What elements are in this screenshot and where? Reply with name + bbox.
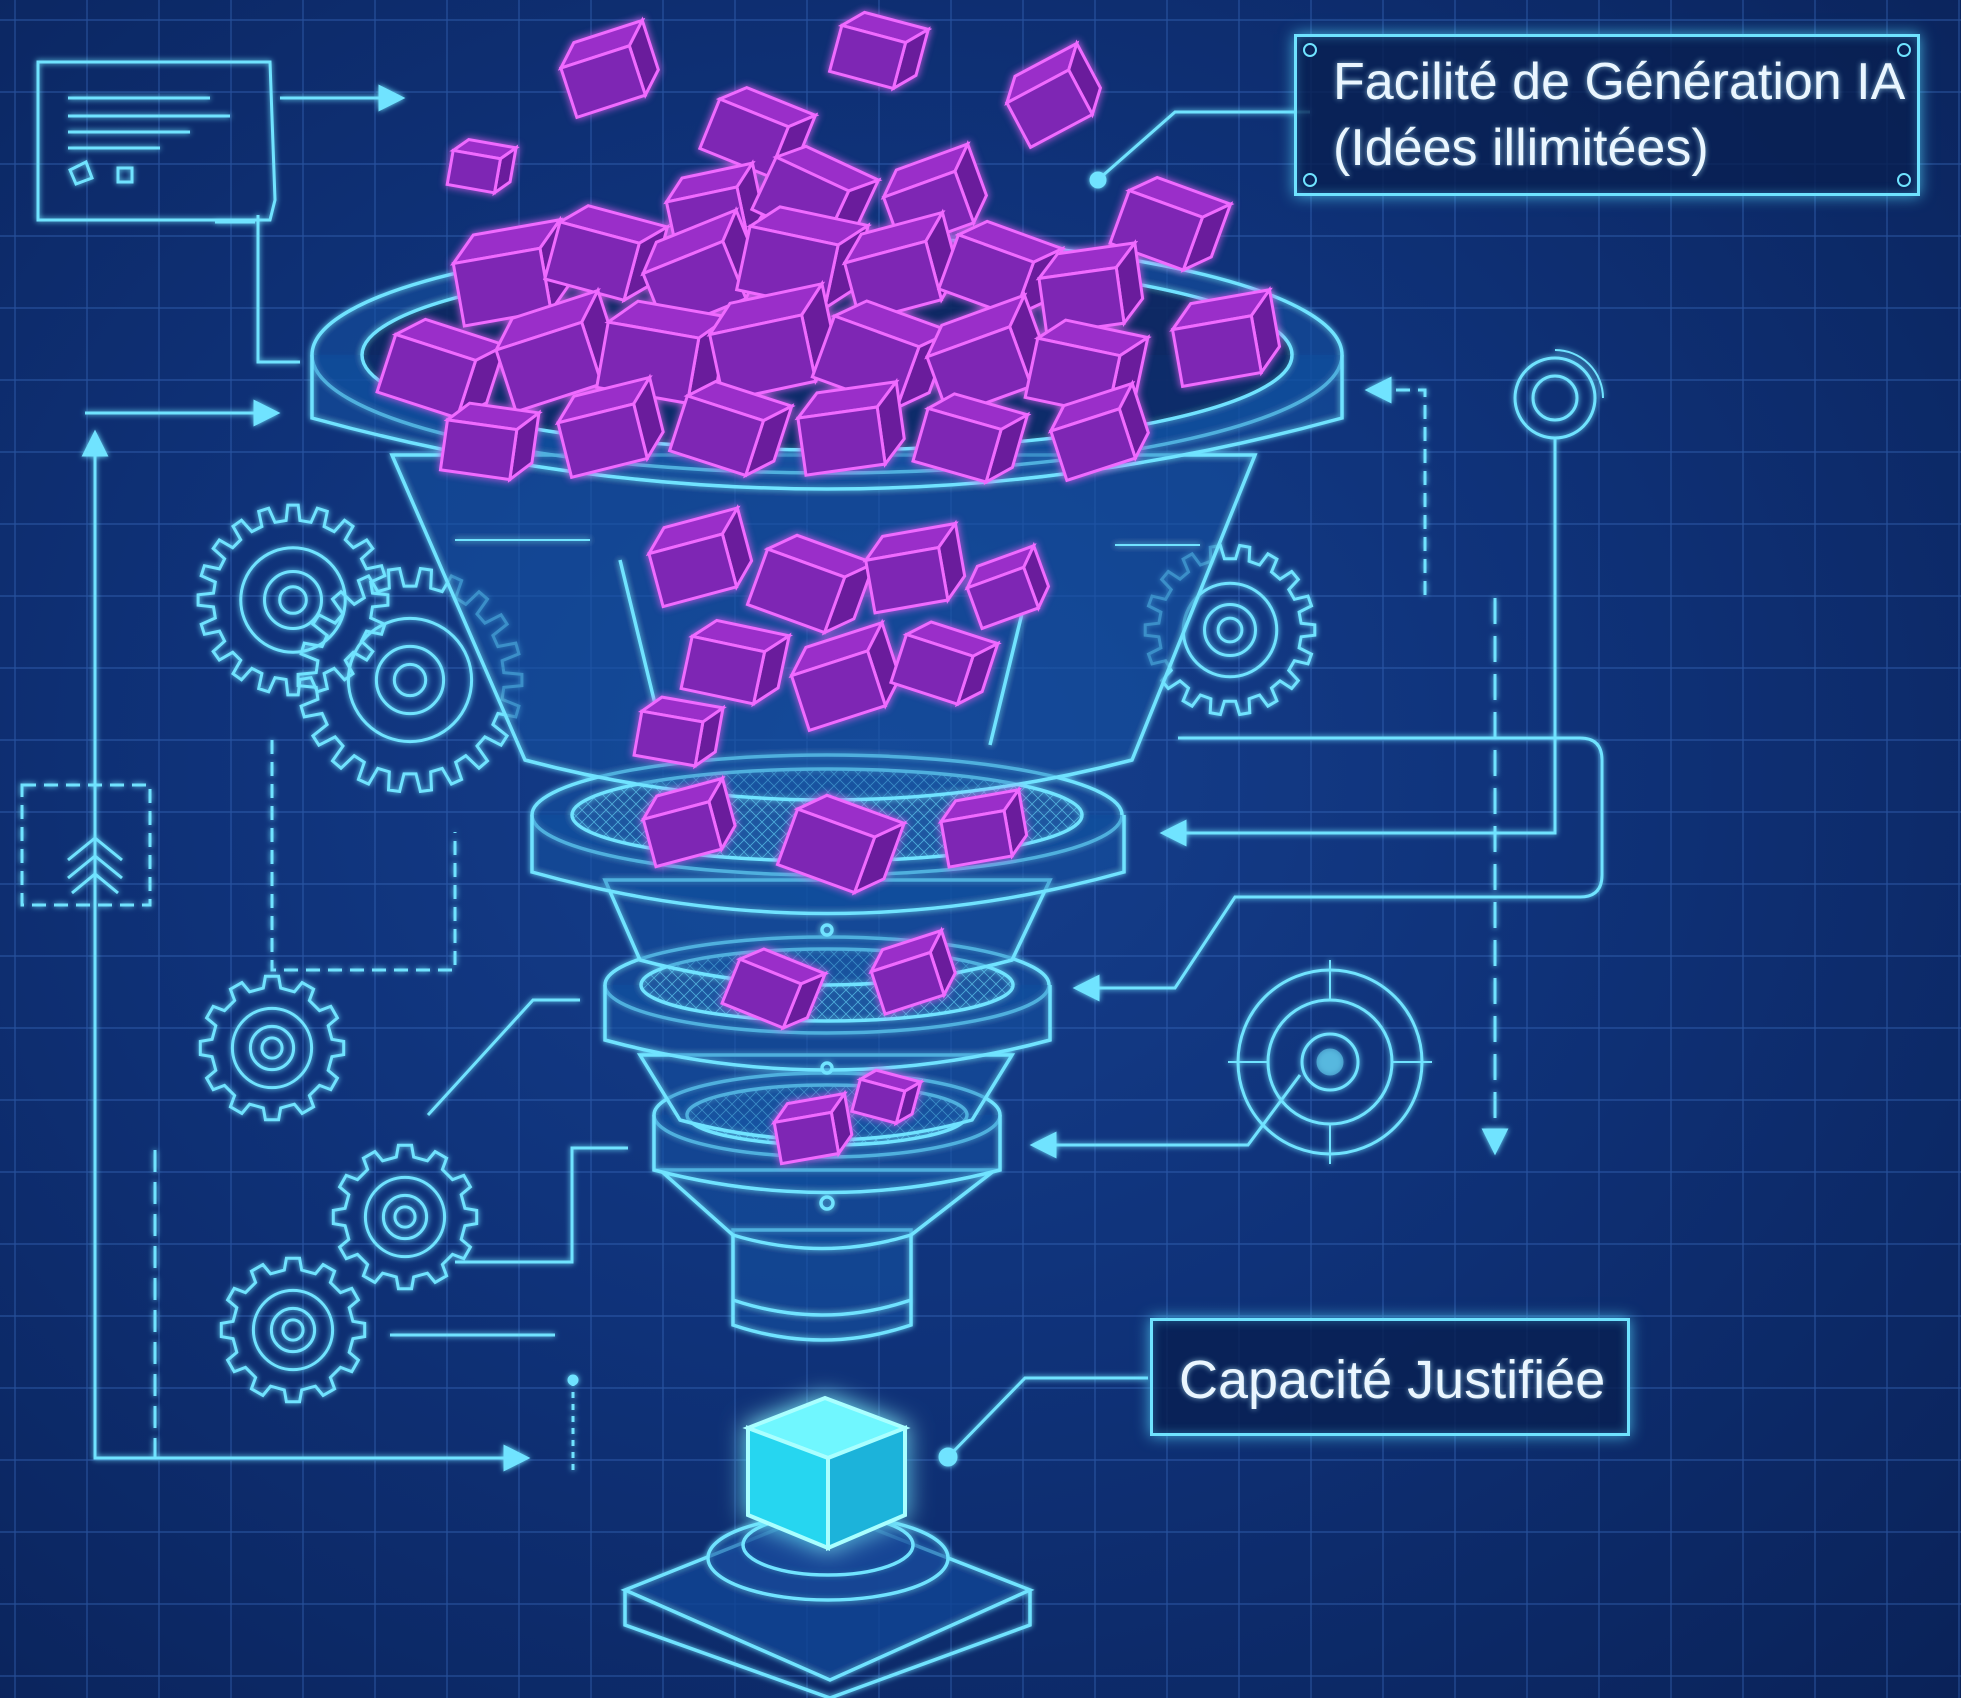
cube-icon: [640, 774, 737, 869]
cube-icon: [827, 10, 933, 92]
cube-icon: [557, 16, 660, 120]
cube-icon: [554, 373, 665, 480]
cube-icon: [862, 519, 967, 615]
cube-icon: [679, 618, 794, 708]
generation-label-title: Facilité de Génération IA: [1333, 53, 1906, 111]
cube-icon: [775, 793, 909, 896]
cube-icon: [868, 926, 957, 1016]
cube-icon: [1047, 379, 1150, 483]
document-icon: [36, 60, 277, 224]
gear-icon: [331, 1143, 479, 1291]
cube-icon: [794, 377, 906, 477]
chevron-up-icon: [20, 783, 152, 907]
cube-icon: [375, 317, 510, 421]
corner-dot: [1897, 43, 1911, 57]
target-icon: [1228, 960, 1432, 1164]
cube-icon: [1108, 175, 1235, 273]
cube-icon: [770, 1089, 854, 1166]
corner-dot: [1897, 173, 1911, 187]
cube-icon: [1035, 239, 1145, 336]
cube-icon: [697, 85, 820, 179]
cube-icon: [1169, 285, 1282, 389]
gear-icon: [196, 503, 390, 697]
cube-icon: [788, 618, 902, 733]
cube-icon: [937, 785, 1029, 869]
gear-icon: [219, 1256, 367, 1404]
capacity-label: Capacité Justifiée: [1150, 1318, 1630, 1436]
generation-label: Facilité de Génération IA (Idées illimit…: [1294, 34, 1920, 196]
cube-icon: [742, 1395, 911, 1552]
corner-dot: [1303, 173, 1317, 187]
cube-icon: [438, 401, 543, 483]
capacity-label-text: Capacité Justifiée: [1179, 1350, 1606, 1410]
cube-icon: [911, 392, 1032, 486]
cube-icon: [720, 947, 830, 1031]
cube-icon: [889, 620, 1002, 708]
gear-icon: [198, 974, 346, 1122]
connector-lines: [81, 84, 1604, 1472]
generation-label-subtitle: (Idées illimitées): [1333, 119, 1709, 177]
cube-icon: [745, 533, 879, 636]
cube-icon: [964, 541, 1051, 631]
corner-dot: [1303, 43, 1317, 57]
cube-icon: [542, 204, 672, 304]
idea-cubes: [375, 10, 1282, 1166]
cube-icon: [645, 504, 754, 609]
cube-icon: [632, 695, 727, 770]
target-icon: [1513, 349, 1604, 440]
cube-icon: [445, 137, 520, 197]
cube-icon: [849, 1068, 925, 1127]
cube-icon: [667, 379, 796, 479]
cube-icon: [1004, 39, 1103, 150]
